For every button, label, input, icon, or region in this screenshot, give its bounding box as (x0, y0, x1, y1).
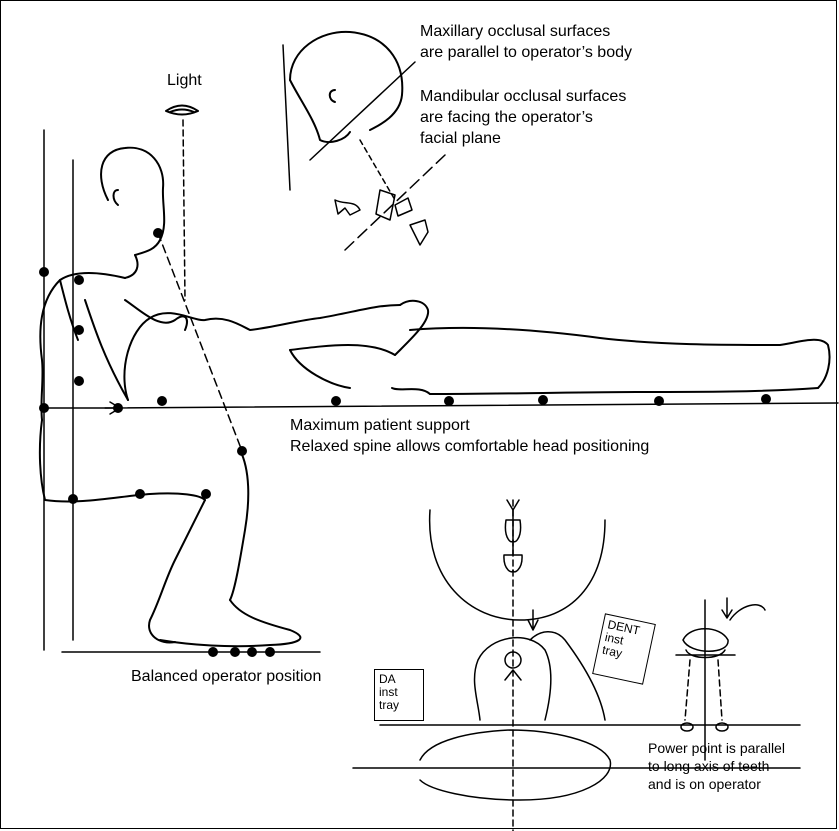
maxillary-caption-line2: are parallel to operator’s body (420, 43, 632, 62)
operator-figure (40, 148, 301, 646)
mandibular-caption-line1: Mandibular occlusal surfaces (420, 87, 626, 106)
maxillary-caption-line1: Maxillary occlusal surfaces (420, 22, 610, 41)
sight-line (158, 233, 242, 451)
patient-figure (124, 301, 829, 400)
power-point-caption-line1: Power point is parallel (648, 740, 785, 756)
da-instrument-tray: DA inst tray (374, 669, 424, 721)
balanced-operator-caption: Balanced operator position (131, 667, 321, 686)
support-arrow-icon (44, 402, 120, 414)
da-tray-line3: tray (379, 699, 419, 712)
light-label: Light (167, 71, 202, 90)
support-caption-line2: Relaxed spine allows comfortable head po… (290, 437, 649, 456)
mandibular-caption-line3: facial plane (420, 129, 501, 148)
support-caption-line1: Maximum patient support (290, 416, 470, 435)
power-point-caption-line2: to long axis of teeth (648, 758, 769, 774)
light-lamp-icon (166, 106, 198, 115)
power-point-caption-line3: and is on operator (648, 776, 761, 792)
mandibular-caption-line2: are facing the operator’s (420, 108, 593, 127)
